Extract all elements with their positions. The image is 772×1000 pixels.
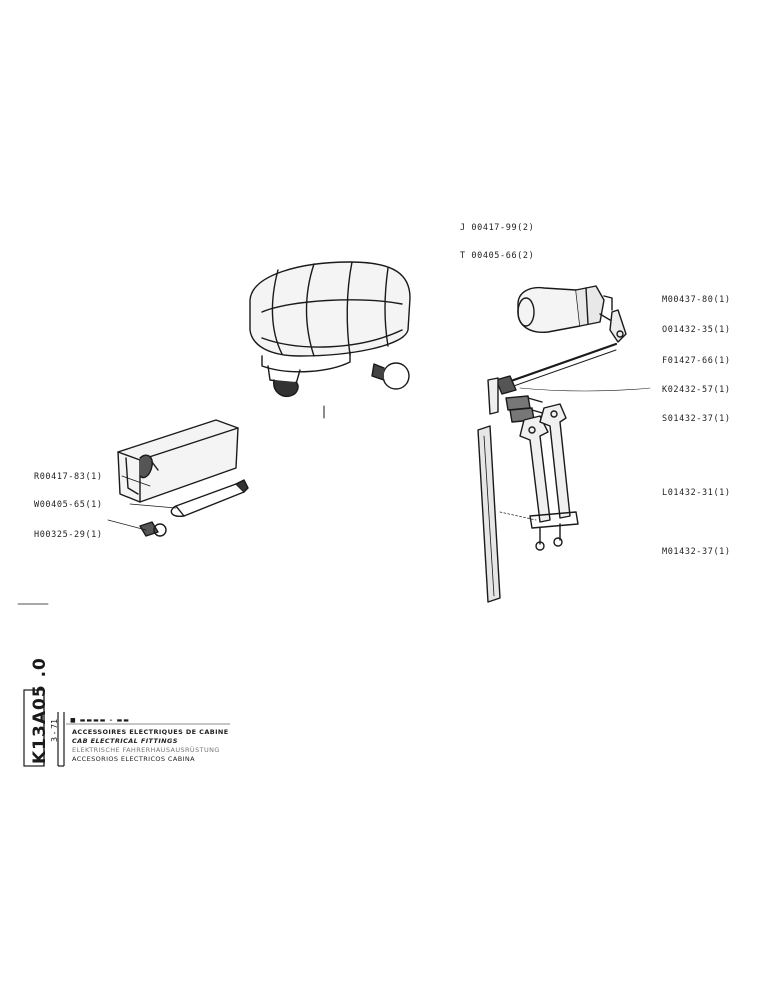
drawing-date: 3 - 71 [50,718,59,742]
brand-mark: ■ ▬▬▬▬ – ▬▬ [70,717,130,724]
label-m2: M01432-37(1) [662,547,731,557]
title-frame [23,689,230,767]
small-bulb [139,521,167,537]
tube-bulb [170,479,249,518]
label-h: H00325-29(1) [34,530,103,540]
caged-lamp [249,261,411,398]
wiper-motor [517,285,613,333]
label-o: O01432-35(1) [662,325,731,335]
label-m1: M00437-80(1) [662,295,731,305]
title-de: ELEKTRISCHE FAHRERHAUSAUSRÜSTUNG [72,746,220,754]
label-r: R00417-83(1) [34,472,103,482]
label-l: L01432-31(1) [662,488,731,498]
title-en: CAB ELECTRICAL FITTINGS [72,737,178,745]
crank-bracket [609,309,627,343]
linkage-rod [495,342,618,395]
lamp-bulb [371,362,410,390]
interior-lamp [117,419,239,503]
label-f: F01427-66(1) [662,356,731,366]
wiper-blade [477,425,501,603]
label-s: S01432-37(1) [662,414,731,424]
drawing-code: K13A05 .0 [30,657,50,764]
label-w: W00405-65(1) [34,500,103,510]
title-es: ACCESORIOS ELECTRICOS CABINA [72,755,195,763]
wiper-arms [519,403,579,551]
label-k: K02432-57(1) [662,385,731,395]
title-fr: ACCESSOIRES ELECTRIQUES DE CABINE [72,728,229,736]
label-t: T 00405-66(2) [460,251,535,261]
label-j: J 00417-99(2) [460,223,535,233]
